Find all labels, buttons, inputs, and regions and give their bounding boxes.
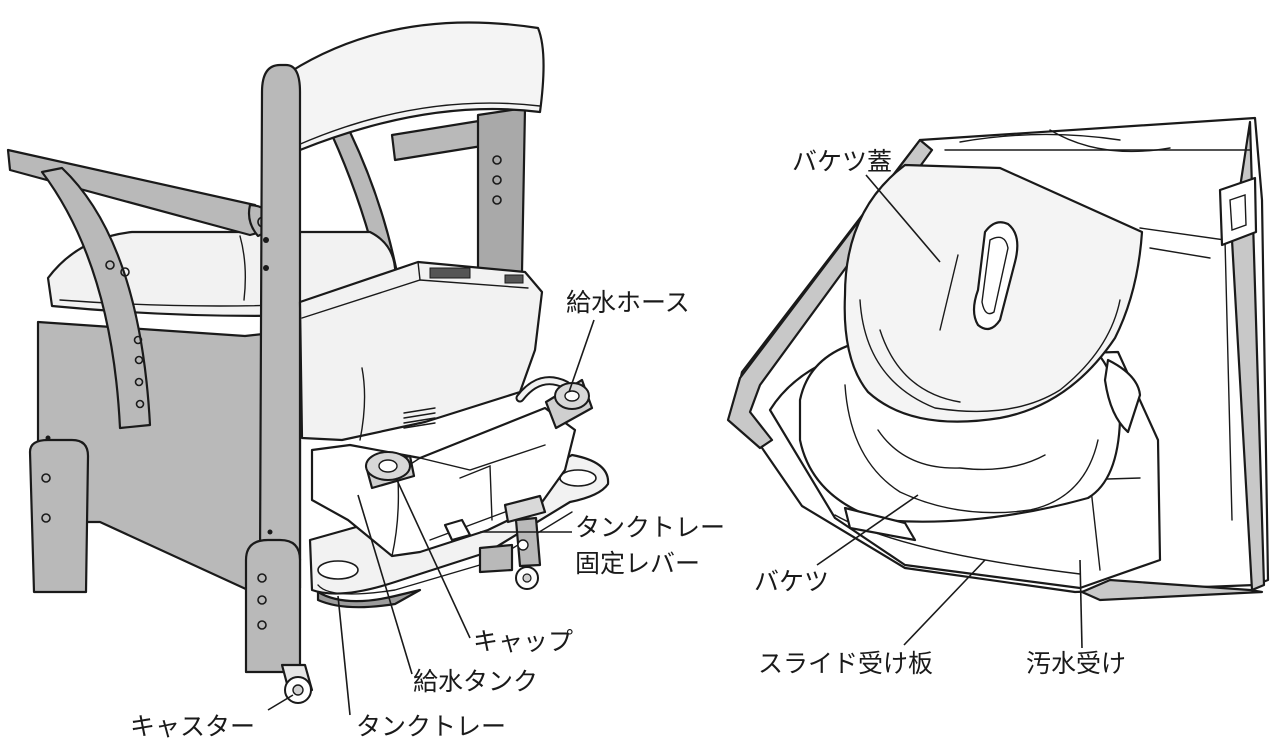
leader-lines <box>267 174 1083 716</box>
label-tank-tray-lever-line2: 固定レバー <box>575 549 700 578</box>
label-kyusui-tank: 給水タンク <box>413 667 538 696</box>
label-tank-tray-lever-line1: タンクトレー <box>575 513 725 542</box>
label-caster: キャスター <box>130 712 255 741</box>
tank-cap <box>364 451 416 490</box>
callout-labels: 給水ホース タンクトレー 固定レバー キャップ 給水タンク キャスター タンクト… <box>130 147 1126 741</box>
label-tank-tray: タンクトレー <box>356 712 506 741</box>
label-kyusui-hose: 給水ホース <box>566 288 690 317</box>
label-cap: キャップ <box>473 627 573 656</box>
commode-chair-illustration <box>6 21 610 704</box>
bucket-compartment-illustration <box>726 116 1270 602</box>
label-waste-tray: 汚水受け <box>1026 649 1126 678</box>
bucket-lid <box>843 163 1144 423</box>
label-bucket-lid: バケツ蓋 <box>792 147 892 176</box>
label-bucket: バケツ <box>754 567 829 596</box>
vent-grille <box>403 407 436 429</box>
label-slide-plate: スライド受け板 <box>758 649 933 678</box>
hose-cap <box>544 378 594 430</box>
